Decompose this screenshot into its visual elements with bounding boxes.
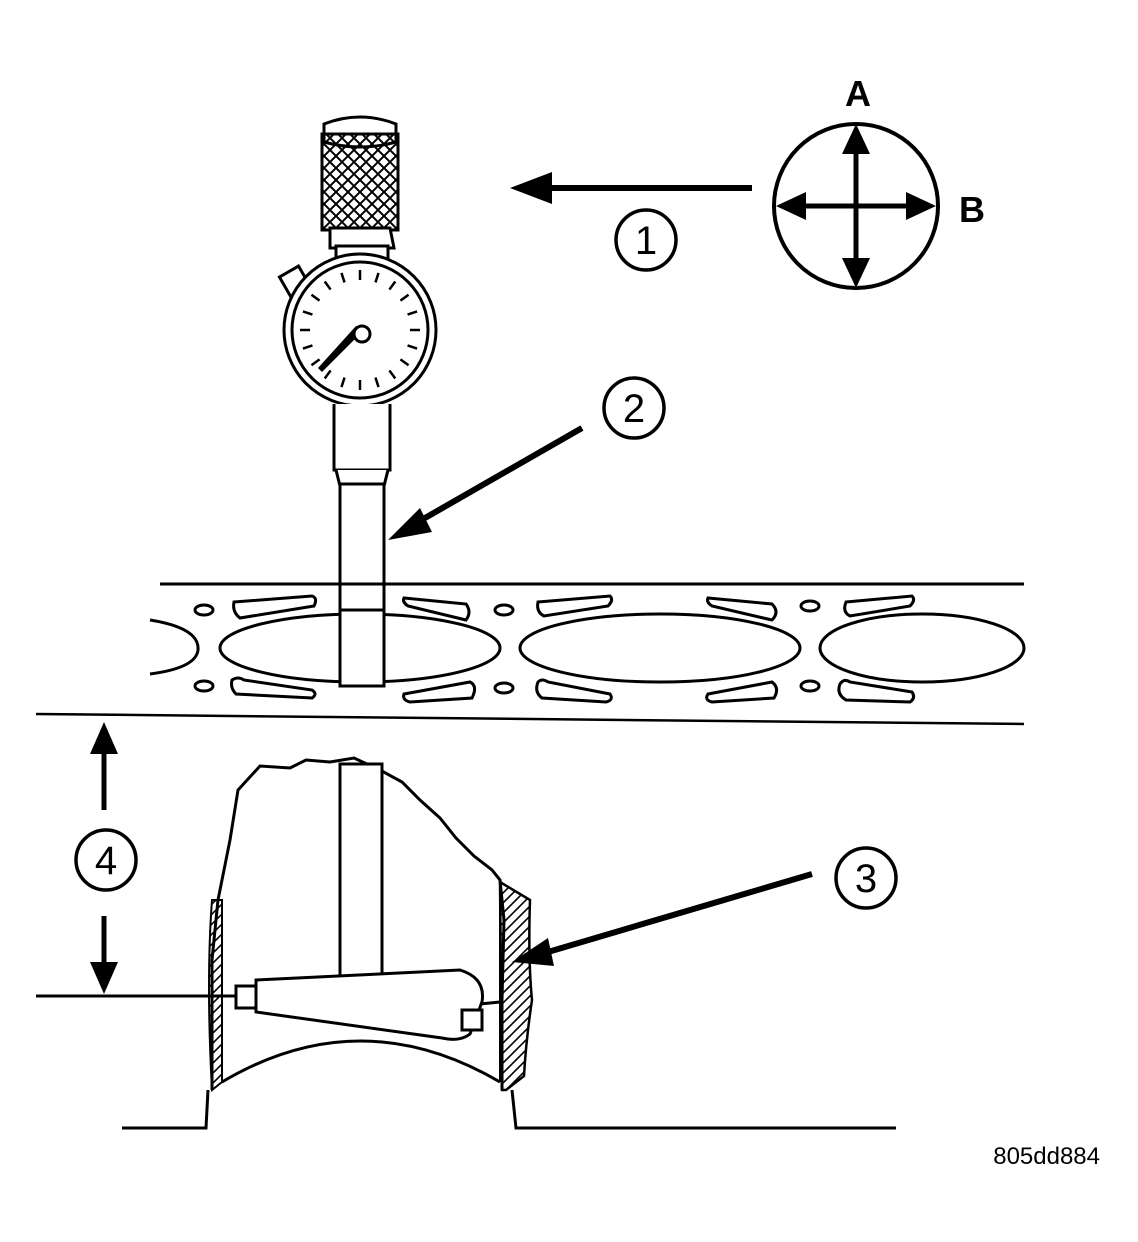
dial-tick xyxy=(374,377,380,388)
dial-needle xyxy=(318,326,364,372)
cylinder-bore-2 xyxy=(518,612,802,684)
callout-4-badge: 4 xyxy=(74,828,138,892)
dial-ticks xyxy=(300,270,420,390)
callout-3-number: 3 xyxy=(855,857,877,901)
dial-tick xyxy=(407,310,418,316)
dial-tick xyxy=(340,377,346,388)
dial-tick xyxy=(340,272,346,283)
dial-tick xyxy=(310,293,321,302)
gauge-measuring-head xyxy=(254,968,485,1041)
callout-2-badge: 2 xyxy=(602,376,666,440)
dial-tick xyxy=(302,344,313,350)
dial-tick xyxy=(323,369,332,380)
callout-2-arrow xyxy=(388,425,584,540)
dial-tick xyxy=(407,344,418,350)
cylinder-block-deck xyxy=(35,582,1026,726)
depth-dimension xyxy=(36,722,222,998)
callout-3-badge: 3 xyxy=(834,846,898,910)
indicator-arrow xyxy=(510,172,752,204)
dial-tick xyxy=(388,369,397,380)
dial-tick xyxy=(310,358,321,367)
direction-indicator: A B xyxy=(772,73,985,290)
callout-2-number: 2 xyxy=(623,387,645,431)
dial-tick xyxy=(399,293,410,302)
callout-3-arrow xyxy=(512,871,813,966)
callout-1-number: 1 xyxy=(635,219,657,263)
cylinder-cutaway xyxy=(122,756,896,1130)
knurled-handle xyxy=(320,132,400,232)
direction-label-a: A xyxy=(845,73,871,114)
dial-tick xyxy=(399,358,410,367)
cylinder-bore-3 xyxy=(818,612,1026,684)
dial-tick xyxy=(302,310,313,316)
callout-1-badge: 1 xyxy=(614,208,678,272)
figure-id: 805dd884 xyxy=(993,1143,1100,1170)
dial-tick xyxy=(323,280,332,291)
dial-tick xyxy=(388,280,397,291)
callout-4-number: 4 xyxy=(95,839,117,883)
dial-tick xyxy=(374,272,380,283)
dial-bore-gauge xyxy=(277,115,438,686)
direction-label-b: B xyxy=(959,189,985,230)
